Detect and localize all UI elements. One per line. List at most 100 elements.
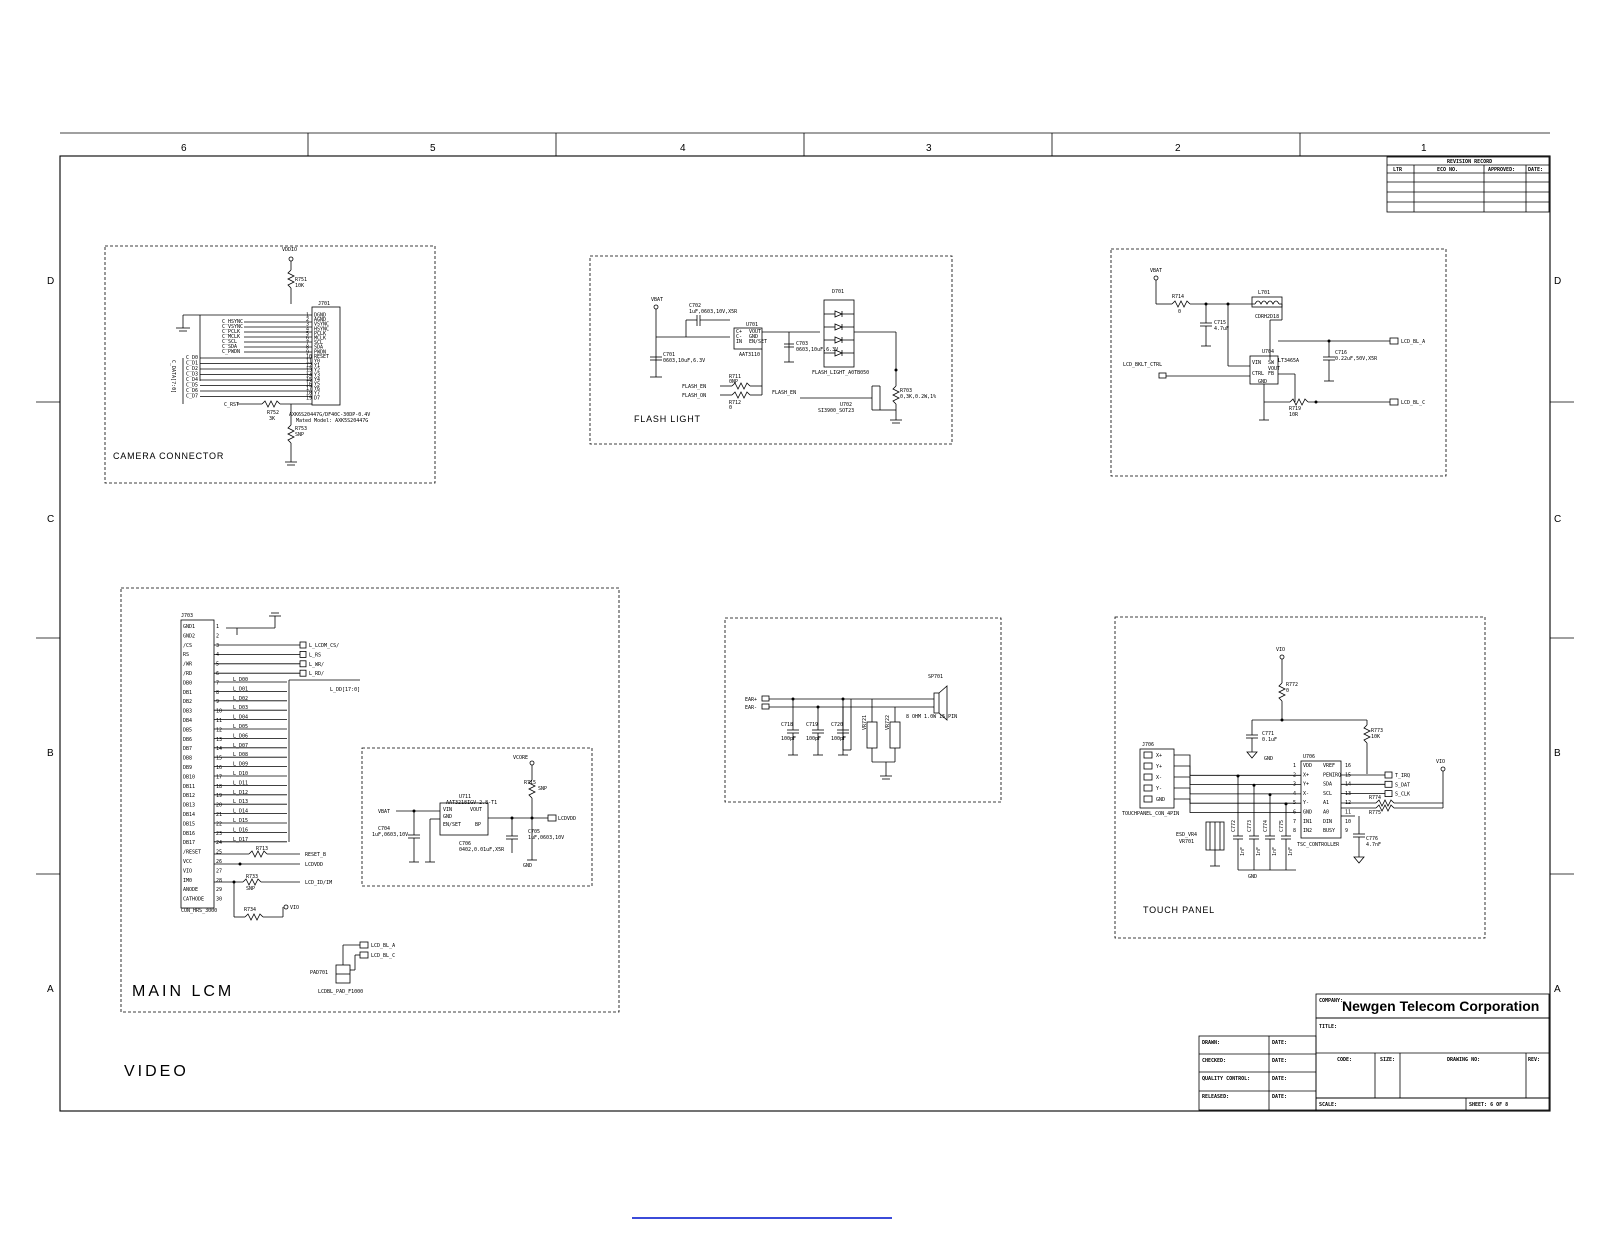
- lcm-pin-number: 1: [216, 624, 219, 630]
- backlight-ic-pin: VOUT: [1268, 366, 1280, 372]
- svg-text:0.1uF: 0.1uF: [1262, 737, 1277, 743]
- revision-col-eco: ECO NO.: [1437, 167, 1458, 173]
- tsc-net-label: T_IRQ: [1395, 773, 1410, 779]
- flash-ic-pin: IN: [736, 339, 742, 345]
- svg-text:Mated Model: AXK5S20447G: Mated Model: AXK5S20447G: [296, 418, 368, 424]
- svg-text:SNP: SNP: [295, 432, 304, 438]
- svg-text:ESD_VR4: ESD_VR4: [1176, 832, 1197, 838]
- camera-net-labels: C_HSYNCC_VSYNCC_PCLKC_MCLKC_SCLC_SDAC_PW…: [222, 319, 312, 355]
- lcm-data-net: L_D07: [233, 743, 248, 749]
- camera-pin-label: DGND: [314, 313, 326, 319]
- lcm-pin-label: GND2: [183, 633, 195, 639]
- zone-right-a: A: [1554, 984, 1561, 995]
- lcm-pin-label: DB0: [183, 680, 192, 686]
- touch-panel-block: TOUCH PANEL VIO R772 0 C771 0.1uF GND U7…: [1114, 616, 1486, 939]
- backlight-ic-pin: SW: [1268, 360, 1275, 366]
- tsc-right-pin: A1: [1323, 800, 1329, 806]
- company-name: Newgen Telecom Corporation: [1342, 998, 1539, 1014]
- svg-text:GND: GND: [1264, 756, 1273, 762]
- svg-text:RESET_B: RESET_B: [305, 852, 326, 858]
- tsc-left-pin: IN1: [1303, 819, 1312, 825]
- svg-text:C705: C705: [528, 829, 540, 835]
- svg-text:TOUCHPANEL_CON_4PIN: TOUCHPANEL_CON_4PIN: [1122, 811, 1179, 817]
- lcm-pin-number: 25: [216, 850, 222, 856]
- svg-text:R734: R734: [244, 907, 256, 913]
- camera-pin-number: 14: [306, 372, 312, 378]
- camera-pin-number: 17: [306, 386, 312, 392]
- svg-text:CHECKED:: CHECKED:: [1202, 1058, 1226, 1064]
- svg-text:DATE:: DATE:: [1272, 1076, 1287, 1082]
- tsc-right-pin: PENIRQ: [1323, 772, 1341, 778]
- svg-text:0: 0: [1178, 309, 1181, 315]
- svg-text:C702: C702: [689, 303, 701, 309]
- svg-text:L_DD[17:0]: L_DD[17:0]: [330, 687, 360, 693]
- lcm-data-net: L_D03: [233, 705, 248, 711]
- camera-data-label: C_D6: [186, 388, 198, 394]
- lcm-pin-label: /RESET: [183, 850, 201, 856]
- svg-text:CDRH2D18: CDRH2D18: [1255, 314, 1279, 320]
- zone-top-1: 1: [1421, 143, 1427, 154]
- svg-text:0: 0: [729, 405, 732, 411]
- zone-right-d: D: [1554, 276, 1561, 287]
- zone-left-a: A: [47, 984, 54, 995]
- lcm-pin-number: 20: [216, 803, 222, 809]
- svg-text:3K: 3K: [269, 416, 275, 422]
- tsc-left-pin: Y-: [1303, 800, 1309, 806]
- lcm-pin-number: 30: [216, 897, 222, 903]
- svg-text:DRAWING NO:: DRAWING NO:: [1447, 1057, 1480, 1063]
- touch-conn-pin: X-: [1156, 775, 1162, 781]
- tsc-right-pin-number: 11: [1345, 810, 1351, 816]
- lcm-data-net: L_D09: [233, 762, 248, 768]
- lcm-pin-number: 29: [216, 887, 222, 893]
- lcm-pin-number: 2: [216, 633, 219, 639]
- revision-col-ltr: LTR: [1393, 167, 1403, 173]
- lcm-data-net: L_D08: [233, 752, 248, 758]
- lcm-data-net: L_D16: [233, 827, 248, 833]
- svg-text:C701: C701: [663, 352, 675, 358]
- touch-conn-pin: GND: [1156, 797, 1165, 803]
- svg-text:U706: U706: [1303, 754, 1315, 760]
- lcm-pin-label: DB5: [183, 727, 192, 733]
- svg-text:C706: C706: [459, 841, 471, 847]
- zone-left-b: B: [47, 748, 54, 759]
- tsc-left-pin: GND: [1303, 810, 1312, 816]
- touch-filter-cap-value: 1nF: [1272, 847, 1278, 856]
- svg-text:1uF,0603,10V,X5R: 1uF,0603,10V,X5R: [689, 309, 738, 315]
- camera-pin-label: AGND: [314, 317, 326, 323]
- svg-text:C716: C716: [1335, 350, 1347, 356]
- backlight-ic-pin: CTRL: [1252, 371, 1264, 377]
- camera-block-title: CAMERA CONNECTOR: [113, 451, 224, 461]
- lcm-data-net: L_D14: [233, 809, 248, 815]
- ldo-pin: VOUT: [470, 807, 482, 813]
- lcm-pin-number: 19: [216, 793, 222, 799]
- svg-text:VR722: VR722: [885, 715, 891, 730]
- backlight-ic-pin: FB: [1268, 371, 1274, 377]
- svg-text:LT3465A: LT3465A: [1278, 358, 1299, 364]
- lcm-pin-label: IM0: [183, 878, 192, 884]
- flash-block-title: FLASH LIGHT: [634, 414, 701, 424]
- camera-pin-number: 6: [306, 336, 309, 342]
- camera-pin-number: 2: [306, 317, 309, 323]
- backlight-driver-block: VBAT R714 0 C715 4.7uF L701 CDRH2D18 U70…: [1110, 248, 1447, 477]
- revision-col-approved: APPROVED:: [1488, 167, 1515, 173]
- camera-pin-number: 11: [306, 359, 312, 365]
- tsc-right-pin: BUSY: [1323, 828, 1335, 834]
- lcm-control-net: L_RD/: [309, 671, 324, 677]
- camera-pin-label: Y7: [314, 391, 320, 397]
- svg-text:DATE:: DATE:: [1272, 1040, 1287, 1046]
- zone-top-5: 5: [430, 143, 436, 154]
- footer-link-underline[interactable]: [632, 1217, 892, 1219]
- lcm-pin-number: 9: [216, 699, 219, 705]
- svg-text:C715: C715: [1214, 320, 1226, 326]
- svg-text:VBAT: VBAT: [1150, 268, 1162, 274]
- camera-pin-label: Y3: [314, 372, 320, 378]
- svg-text:R719: R719: [1289, 406, 1301, 412]
- main-lcm-title: MAIN LCM: [132, 983, 234, 1000]
- svg-text:VBAT: VBAT: [651, 297, 663, 303]
- svg-text:VIO: VIO: [1436, 759, 1445, 765]
- svg-text:TITLE:: TITLE:: [1319, 1024, 1337, 1030]
- lcm-data-net: L_D01: [233, 686, 248, 692]
- camera-data-label: C_D2: [186, 366, 198, 372]
- lcm-pin-label: DB3: [183, 709, 192, 715]
